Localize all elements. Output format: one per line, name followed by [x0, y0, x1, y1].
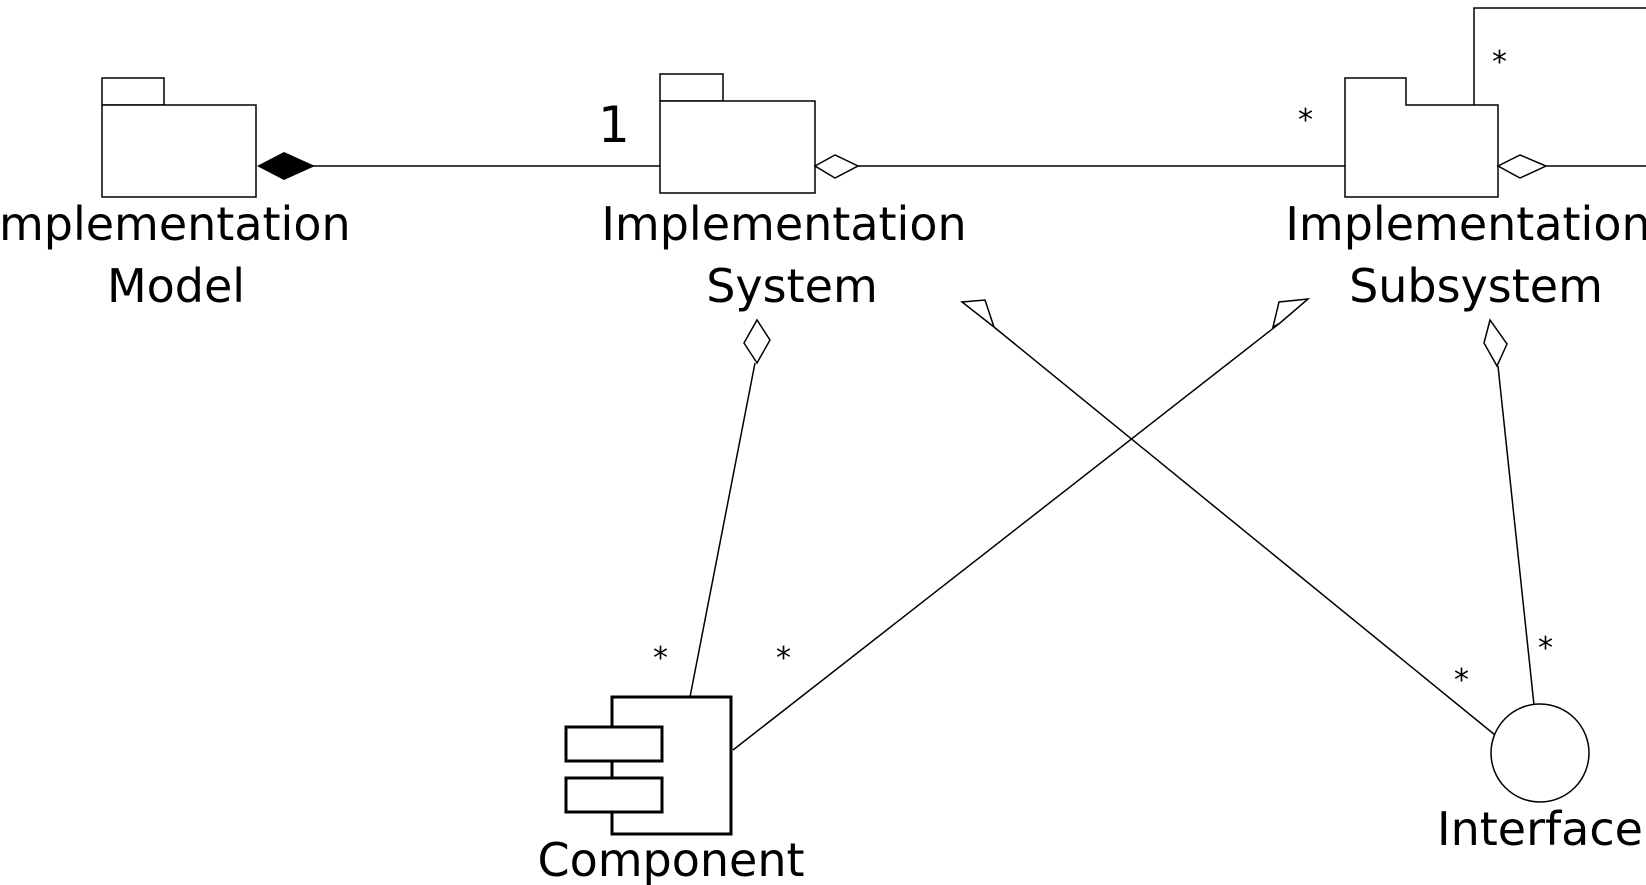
system-component-association: [689, 362, 756, 698]
implementation-subsystem-label-line1: Implementation: [1285, 197, 1646, 251]
implementation-system-package-icon[interactable]: [659, 73, 816, 194]
implementation-model-label-line1: Implementation: [0, 197, 351, 251]
multiplicity-one: 1: [598, 96, 630, 154]
multiplicity-system-component: *: [653, 641, 668, 676]
system-interface-association: [993, 326, 1496, 736]
system-interface-diamond-icon: [960, 299, 996, 330]
implementation-system-label-line2: System: [706, 259, 878, 313]
interface-circle-icon[interactable]: [1490, 703, 1590, 803]
multiplicity-system-interface: *: [1454, 663, 1469, 698]
implementation-subsystem-label-line2: Subsystem: [1349, 259, 1603, 313]
composition-diamond-icon: [257, 152, 315, 180]
multiplicity-subsystem-component: *: [776, 641, 791, 676]
interface-label: Interface: [1437, 802, 1643, 856]
multiplicity-subsystem-self: *: [1492, 45, 1507, 80]
multiplicity-system-subsystem: *: [1298, 103, 1313, 138]
subsystem-component-diamond-icon: [1271, 298, 1311, 329]
subsystem-self-association: [1473, 7, 1646, 105]
multiplicity-subsystem-interface: *: [1538, 631, 1553, 666]
subsystem-aggregation-diamond-icon: [1496, 154, 1548, 179]
implementation-model-package-icon[interactable]: [101, 77, 257, 198]
implementation-model-label-line2: Model: [107, 259, 245, 313]
implementation-system-label-line1: Implementation: [601, 197, 966, 251]
subsystem-interface-diamond-icon: [1483, 318, 1508, 368]
component-label: Component: [537, 833, 804, 885]
component-icon[interactable]: [564, 695, 733, 836]
implementation-subsystem-package-icon[interactable]: [1344, 77, 1499, 198]
system-aggregation-diamond-icon: [813, 154, 860, 179]
system-component-diamond-icon: [743, 318, 771, 365]
subsystem-interface-association: [1497, 365, 1535, 706]
subsystem-component-association: [732, 322, 1281, 751]
